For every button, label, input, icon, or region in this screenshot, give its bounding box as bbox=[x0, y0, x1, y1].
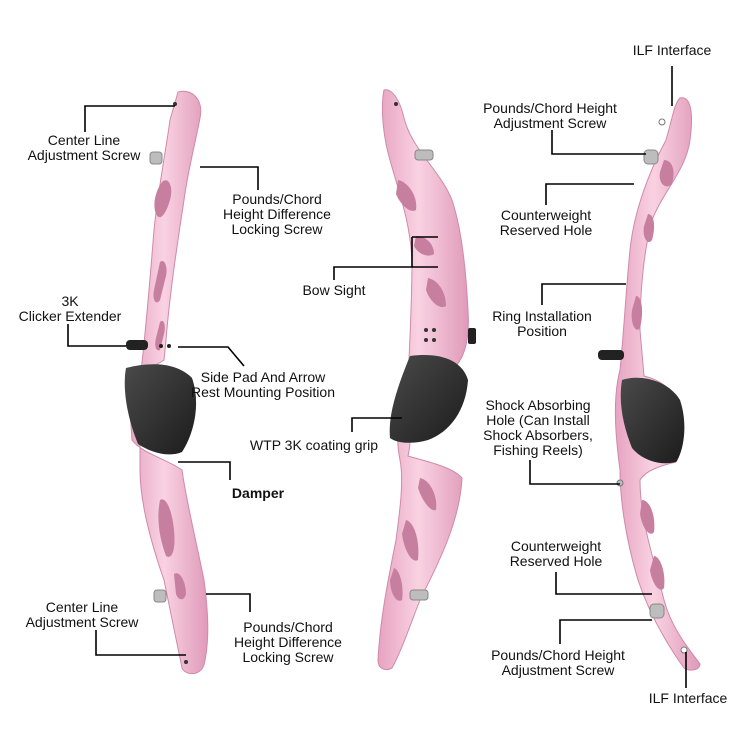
bolt-icon bbox=[414, 149, 434, 161]
clicker-icon bbox=[126, 340, 148, 350]
bolt-icon bbox=[149, 151, 163, 165]
label-bow-sight: Bow Sight bbox=[302, 282, 366, 298]
leader-lines bbox=[67, 66, 687, 688]
label-ilf-top: ILF Interface bbox=[632, 42, 712, 58]
label-shock-absorbing: Shock Absorbing Hole (Can Install Shock … bbox=[483, 397, 593, 458]
label-pounds-diff-bottom: Pounds/Chord Height Difference Locking S… bbox=[234, 619, 342, 665]
label-ilf-bottom: ILF Interface bbox=[648, 690, 728, 706]
label-pounds-diff-top: Pounds/Chord Height Difference Locking S… bbox=[223, 191, 331, 237]
label-pounds-height-top: Pounds/Chord Height Adjustment Screw bbox=[483, 100, 617, 131]
bushing-icon bbox=[468, 328, 476, 344]
label-grip: WTP 3K coating grip bbox=[249, 437, 379, 453]
label-pounds-height-bottom: Pounds/Chord Height Adjustment Screw bbox=[491, 647, 625, 678]
label-center-line-top: Center Line Adjustment Screw bbox=[27, 132, 141, 163]
riser-right bbox=[598, 97, 701, 671]
bolt-icon bbox=[649, 603, 665, 619]
bolt-icon bbox=[643, 149, 659, 165]
riser-middle bbox=[377, 89, 476, 671]
riser-left bbox=[124, 90, 209, 675]
stabilizer-bushing-icon bbox=[598, 350, 624, 360]
label-clicker-extender: 3K Clicker Extender bbox=[18, 293, 122, 324]
bolt-icon bbox=[409, 589, 429, 601]
label-ring-installation: Ring Installation Position bbox=[492, 308, 592, 339]
label-counterweight-top: Counterweight Reserved Hole bbox=[499, 207, 593, 238]
label-counterweight-bottom: Counterweight Reserved Hole bbox=[509, 538, 603, 569]
label-center-line-bottom: Center Line Adjustment Screw bbox=[25, 599, 139, 630]
label-side-pad: Side Pad And Arrow Rest Mounting Positio… bbox=[191, 369, 335, 400]
label-damper: Damper bbox=[231, 485, 285, 501]
bolt-icon bbox=[153, 589, 167, 603]
